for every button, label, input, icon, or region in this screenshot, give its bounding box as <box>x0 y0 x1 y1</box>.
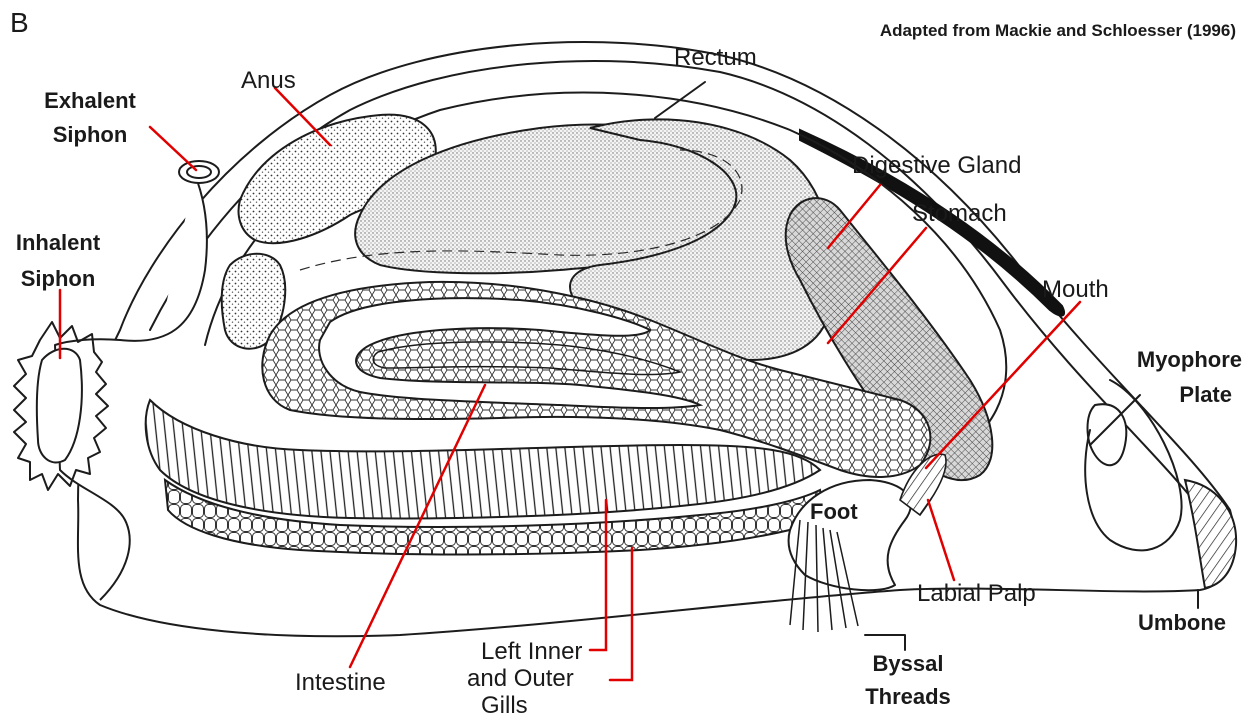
intestine-label: Intestine <box>295 669 386 696</box>
inhalent-siphon-label-1: Inhalent <box>16 230 101 255</box>
exhalent-siphon-label-2: Siphon <box>53 122 128 147</box>
gills-label-2: and Outer <box>467 665 574 692</box>
gills-label-3: Gills <box>481 692 528 719</box>
myophore-plate-label-1: Myophore <box>1137 347 1242 372</box>
rectum-label: Rectum <box>674 44 757 71</box>
credit-text: Adapted from Mackie and Schloesser (1996… <box>880 21 1236 40</box>
digestive-gland-label: Digestive Gland <box>852 152 1021 179</box>
byssal-threads-label-2: Threads <box>865 684 951 709</box>
umbone-label: Umbone <box>1138 610 1226 635</box>
gills-label-1: Left Inner <box>481 638 582 665</box>
foot-label: Foot <box>810 499 858 524</box>
labial-palp-label: Labial Palp <box>917 580 1036 607</box>
anus-label: Anus <box>241 67 296 94</box>
stomach-label: Stomach <box>912 200 1007 227</box>
inhalent-siphon-label-2: Siphon <box>21 266 96 291</box>
byssal-bracket <box>865 635 905 650</box>
exhalent-siphon-label-1: Exhalent <box>44 88 136 113</box>
mouth-label: Mouth <box>1042 276 1109 303</box>
myophore-plate-label-2: Plate <box>1179 382 1232 407</box>
exhalent-siphon-leader <box>150 127 196 170</box>
byssal-threads-label-1: Byssal <box>873 651 944 676</box>
panel-letter: B <box>10 7 29 38</box>
